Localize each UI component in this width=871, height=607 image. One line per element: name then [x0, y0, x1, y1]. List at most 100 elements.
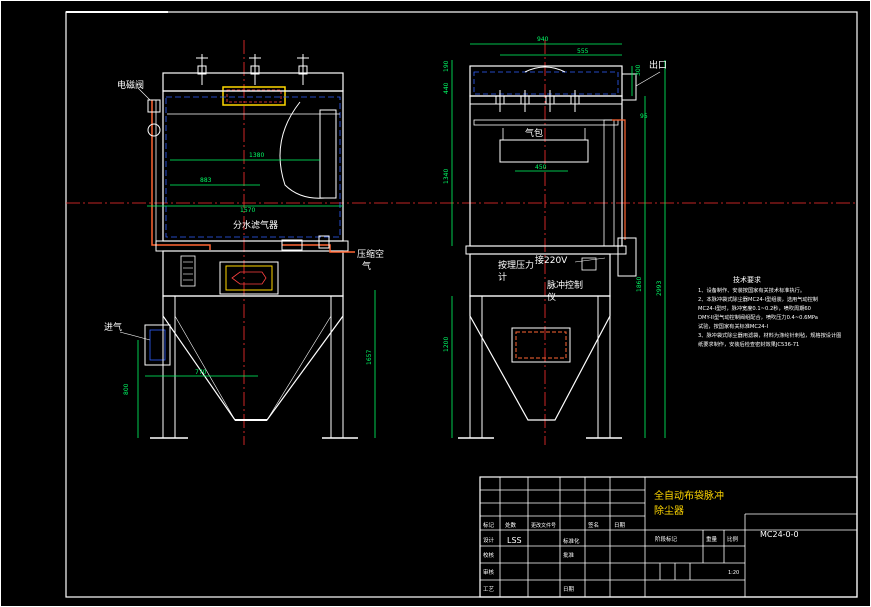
dim-300: 300 — [635, 64, 642, 76]
right-leg-2 — [597, 295, 611, 439]
right-dimensions — [451, 43, 666, 438]
tb-scale-label: 比例 — [727, 535, 739, 543]
inspection-panel — [219, 261, 279, 295]
dim-1570: 1570 — [240, 207, 255, 214]
splitter-body — [231, 271, 267, 285]
tb-row-label: 审核 — [483, 568, 495, 576]
label-air-bag: 气包 — [525, 127, 543, 139]
label-outlet: 出口 — [649, 59, 667, 71]
filter-valve — [318, 235, 330, 249]
pulse-controller-box — [617, 237, 637, 277]
dim-555: 555 — [577, 48, 589, 55]
dim-95: 95 — [640, 113, 648, 120]
tech-note-line: 纸要求制作，安装后检查密封效果JC536-71 — [698, 340, 799, 348]
water-filter — [281, 239, 303, 251]
label-voltage: 接220V — [535, 254, 568, 266]
right-air-pipe — [612, 119, 626, 240]
dim-800: 800 — [123, 383, 130, 395]
label-diff-gauge-2: 计 — [498, 271, 507, 283]
tb-row-label: 校核 — [483, 551, 495, 559]
tb-row-label: 设计 — [483, 536, 495, 544]
blow-nozzles — [495, 90, 580, 112]
right-flange — [465, 245, 627, 255]
left-housing-inner — [165, 96, 341, 238]
compressed-air-pipe — [282, 244, 355, 253]
tech-note-line: 1、设备制作、安装按国家有关技术标准执行。 — [698, 286, 805, 294]
air-bag-tube — [473, 119, 619, 126]
label-compressed-air-1: 压缩空 — [357, 248, 384, 260]
access-door-arc — [279, 101, 326, 199]
dim-1860: 1860 — [636, 277, 643, 292]
label-solenoid-valve: 电磁阀 — [117, 79, 144, 91]
dim-1657: 1657 — [366, 350, 373, 365]
air-bag — [499, 139, 589, 163]
right-inlet — [511, 327, 571, 363]
tb-scale-value: 1:20 — [728, 570, 739, 576]
label-compressed-air-2: 气 — [362, 260, 371, 272]
air-header-inner — [226, 89, 282, 103]
tb-col-label: 更改文件号 — [531, 522, 556, 529]
label-diff-gauge-1: 按理压力 — [498, 259, 534, 271]
door-frame — [319, 109, 337, 199]
inspection-panel-inner — [225, 265, 273, 291]
left-leg-2 — [330, 295, 344, 439]
valve-box — [147, 99, 161, 113]
title-block — [479, 476, 858, 598]
tb-weight-label: 重量 — [706, 535, 718, 543]
tb-mid-label: 标准化 — [563, 537, 580, 545]
right-inlet-inner — [515, 331, 567, 359]
right-leg-1 — [469, 295, 483, 439]
dim-1200: 1200 — [443, 337, 450, 352]
tech-note-line: MC24-I型时，脉冲宽度0.1~0.2秒，喷吹周期60 — [698, 304, 811, 312]
label-inlet: 进气 — [104, 321, 122, 333]
dim-1340: 1340 — [443, 169, 450, 184]
left-dimensions — [137, 159, 376, 438]
left-air-pipe-edge — [155, 100, 214, 242]
dim-190: 190 — [443, 60, 450, 72]
tb-stage-label: 阶段标记 — [655, 535, 678, 543]
dim-1380: 1380 — [249, 152, 264, 159]
outlet-duct — [621, 73, 637, 101]
left-air-pipe — [151, 100, 211, 250]
left-housing — [162, 90, 344, 242]
right-top-plenum — [469, 65, 623, 97]
tb-mid-label: 日期 — [563, 586, 575, 593]
label-water-filter: 分水滤气器 — [233, 219, 278, 231]
dim-450: 450 — [535, 164, 547, 171]
dim-770: 770 — [195, 369, 207, 376]
drawing-number: MC24-0-0 — [760, 530, 799, 539]
left-top-plenum — [162, 72, 344, 92]
top-cover — [524, 66, 566, 73]
left-hopper — [162, 295, 344, 421]
label-controller-2: 仪 — [547, 292, 556, 303]
tech-note-line: 试验，按国家有关标准MC24-I — [698, 322, 768, 330]
tech-note-line: 2、本脉冲袋式除尘器MC24-I型组装，选用气动控制 — [698, 295, 818, 303]
dim-440: 440 — [443, 82, 450, 94]
tb-mid-label: 批准 — [563, 551, 575, 559]
lower-box — [162, 250, 344, 297]
left-view: 1380 883 1570 770 800 1657 电磁阀 分水滤气器 压缩空… — [104, 54, 384, 439]
tb-col-label: 处数 — [505, 521, 517, 529]
tb-col-label: 日期 — [614, 522, 626, 529]
diff-gauge — [581, 257, 597, 271]
solenoid-valve — [147, 123, 161, 137]
label-controller-1: 脉冲控制 — [547, 279, 583, 291]
tb-designer: LSS — [507, 536, 522, 545]
right-side-pipe — [603, 119, 615, 247]
gauge-panel — [180, 255, 196, 287]
top-valves — [196, 54, 309, 85]
drawing-frame — [65, 11, 858, 598]
technical-requirements: 技术要求 1、设备制作、安装按国家有关技术标准执行。 2、本脉冲袋式除尘器MC2… — [698, 275, 841, 348]
inlet-duct — [144, 324, 171, 366]
right-top-inner — [473, 71, 619, 95]
dim-883: 883 — [200, 177, 212, 184]
tb-col-label: 签名 — [588, 521, 599, 529]
right-view: 940 555 450 95 300 190 440 1340 1200 186… — [443, 36, 667, 439]
tb-row-label: 标记 — [483, 521, 495, 529]
inlet-duct-inner — [149, 329, 166, 361]
dim-2993: 2993 — [656, 281, 663, 296]
dim-940: 940 — [537, 36, 549, 43]
